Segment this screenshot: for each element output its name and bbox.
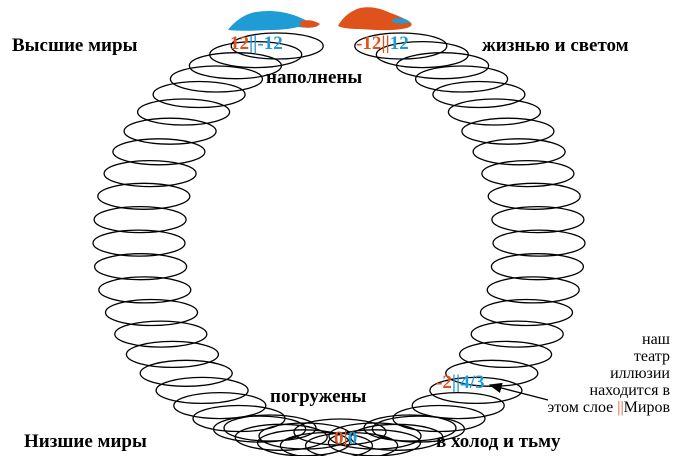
- ring-ellipse: [481, 159, 575, 188]
- ring-ellipse: [479, 298, 574, 327]
- ring-ellipse: [470, 320, 564, 348]
- ring-ellipse: [354, 32, 448, 60]
- label-life-and-light: жизнью и светом: [482, 35, 629, 56]
- ring-ellipse: [491, 205, 585, 234]
- ring-ellipse: [472, 138, 566, 166]
- ring-ellipse: [363, 414, 457, 442]
- ring-ellipse: [414, 65, 509, 93]
- ring-ellipse: [258, 422, 352, 450]
- ring-ellipse: [123, 117, 217, 145]
- ring-ellipse: [461, 117, 555, 145]
- marker-top-left-right: -12: [257, 33, 283, 54]
- blue-blob-small: [392, 18, 410, 24]
- ring-ellipse: [93, 253, 188, 281]
- marker-layer-sep: ||: [451, 372, 461, 393]
- ring-ellipse: [112, 138, 206, 166]
- label-lower-worlds: Низшие миры: [24, 431, 147, 452]
- ring-ellipse: [136, 98, 231, 126]
- marker-top-left-sep: ||: [249, 33, 258, 54]
- label-immersed: погружены: [270, 386, 367, 407]
- ring-ellipse: [490, 253, 585, 281]
- note-line-2: театр: [633, 348, 670, 365]
- marker-bottom-left: 0: [334, 428, 344, 449]
- ring-ellipse: [212, 415, 307, 443]
- ring-ellipse: [411, 391, 505, 420]
- label-higher-worlds: Высшие миры: [12, 35, 138, 56]
- ring-ellipse: [304, 431, 399, 456]
- ring-ellipse: [103, 159, 197, 188]
- ring-ellipse: [492, 229, 586, 257]
- note-line-5-sep: ||: [617, 399, 624, 416]
- ring-ellipse: [93, 205, 187, 234]
- ring-ellipse: [328, 422, 422, 450]
- ring-ellipse: [173, 391, 267, 420]
- ring-ellipse: [458, 340, 553, 369]
- label-cold-and-darkness: в холод и тьму: [436, 431, 561, 452]
- ring-ellipse: [169, 65, 264, 93]
- ring-ellipse: [429, 376, 523, 405]
- marker-top-right-sep: ||: [381, 33, 390, 54]
- marker-layer-left: -2: [436, 372, 452, 393]
- marker-top-right-left: -12: [356, 33, 382, 54]
- ring-ellipse: [230, 32, 324, 60]
- orange-blob: [338, 7, 412, 31]
- note-line-4: находится в: [589, 382, 671, 399]
- ring-ellipse: [114, 320, 208, 348]
- marker-top-right: -12||12: [356, 34, 409, 53]
- label-filled: наполнены: [266, 67, 363, 88]
- ring-ellipse: [447, 98, 542, 126]
- note-our-theatre: наш театр иллюзии находится в этом слое …: [547, 331, 670, 416]
- ring-ellipse: [98, 276, 192, 304]
- marker-layer-right: 4/3: [460, 372, 485, 393]
- marker-bottom-sep: |: [343, 428, 348, 449]
- ring-ellipse: [395, 52, 490, 80]
- marker-layer: -2||4/3: [436, 373, 484, 392]
- ring-ellipse: [125, 340, 220, 369]
- marker-top-left: 12||-12: [230, 34, 283, 53]
- note-line-5: этом слое ||Миров: [547, 399, 670, 416]
- orange-blob-small: [300, 20, 320, 28]
- ring-ellipse: [104, 298, 199, 327]
- ring-ellipse: [92, 229, 186, 257]
- ring-ellipse: [139, 359, 233, 387]
- top-blobs: [228, 7, 412, 31]
- ellipse-ring: [92, 32, 586, 456]
- ring-ellipse: [188, 52, 283, 80]
- ring-ellipse: [432, 80, 526, 109]
- ring-ellipse: [97, 182, 191, 210]
- marker-top-left-left: 12: [230, 33, 249, 54]
- note-line-5-suffix: Миров: [623, 399, 670, 416]
- ring-ellipse: [152, 80, 246, 109]
- marker-bottom-right: 0: [347, 428, 358, 449]
- ring-ellipse: [486, 276, 580, 304]
- pointer-arrow: [488, 382, 549, 401]
- ring-ellipse: [279, 431, 374, 456]
- ring-ellipse: [371, 415, 466, 443]
- note-line-1: наш: [642, 331, 670, 348]
- ring-ellipse: [487, 182, 581, 210]
- blue-blob: [228, 10, 318, 31]
- marker-bottom: 0|0: [334, 429, 357, 448]
- ring-ellipse: [234, 423, 328, 451]
- marker-top-right-right: 12: [389, 33, 409, 54]
- ring-ellipse: [155, 376, 249, 405]
- note-line-5-prefix: этом слое: [547, 399, 614, 416]
- note-line-3: иллюзии: [610, 365, 670, 382]
- ring-ellipse: [223, 414, 317, 442]
